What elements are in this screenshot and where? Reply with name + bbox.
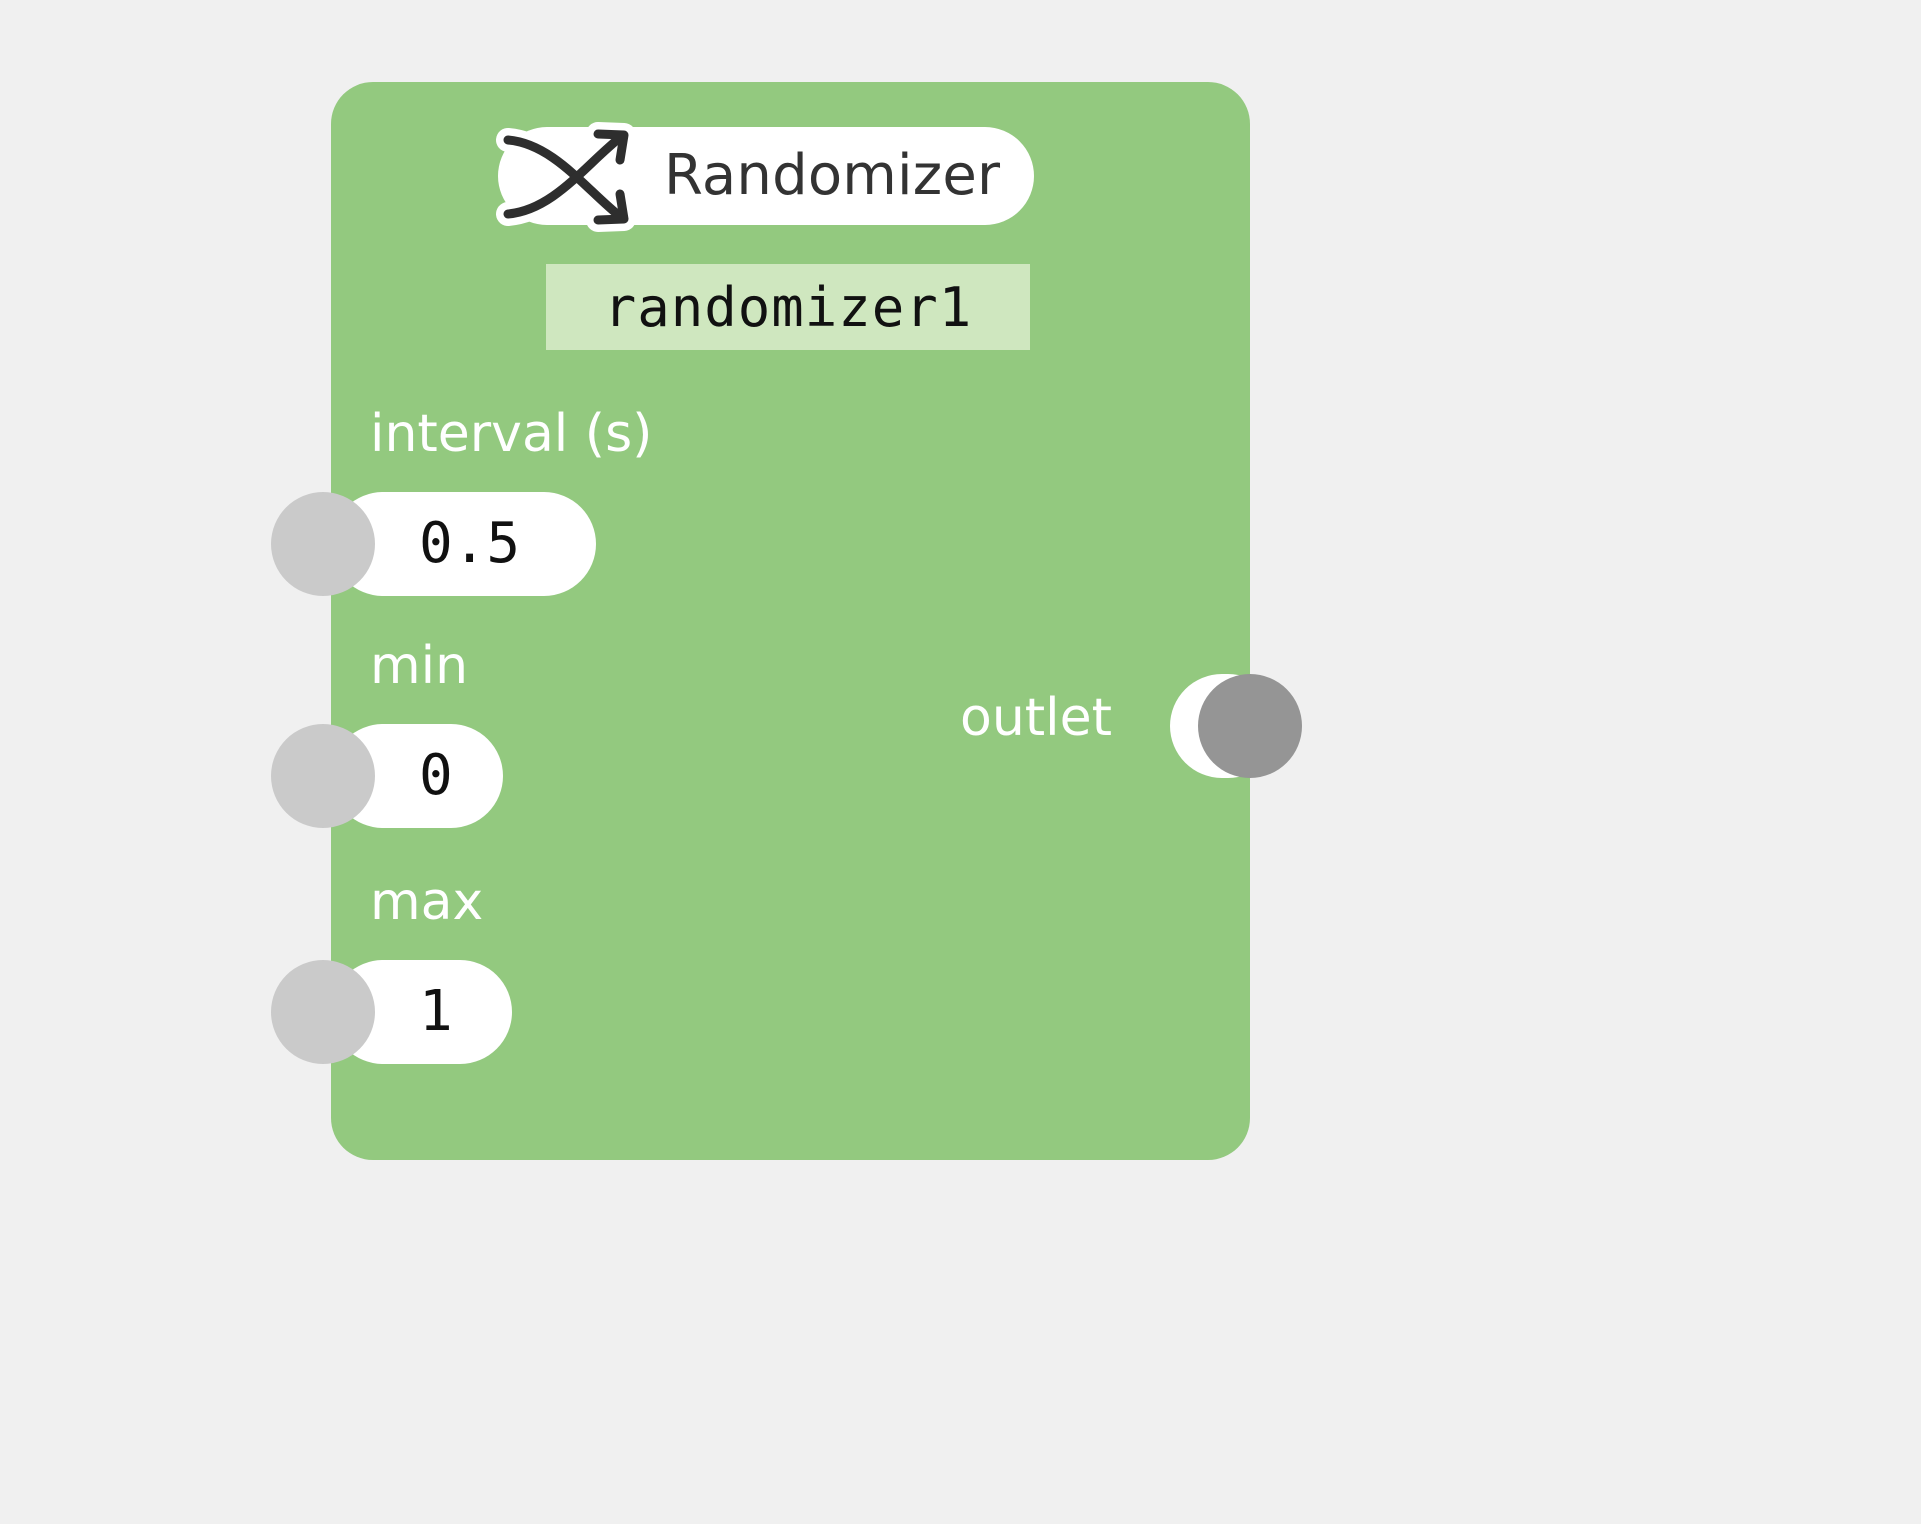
input-field-min[interactable]: 0 [271, 724, 503, 828]
instance-name-field[interactable]: randomizer1 [546, 264, 1030, 350]
input-label-max: max [370, 872, 484, 932]
node-title-label: Randomizer [664, 143, 1001, 208]
input-value-min: 0 [419, 743, 453, 808]
input-label-min: min [370, 636, 469, 696]
output-port-outlet[interactable] [1198, 674, 1302, 778]
input-field-interval[interactable]: 0.5 [271, 492, 596, 596]
input-value-max: 1 [419, 979, 453, 1044]
input-port-max[interactable] [271, 960, 375, 1064]
node-title-pill[interactable]: Randomizer [498, 127, 1035, 225]
input-field-max[interactable]: 1 [271, 960, 512, 1064]
input-label-interval: interval (s) [370, 404, 653, 464]
input-value-interval: 0.5 [419, 511, 521, 576]
output-label-outlet: outlet [960, 688, 1112, 748]
input-port-interval[interactable] [271, 492, 375, 596]
instance-name-value: randomizer1 [603, 275, 973, 339]
input-port-min[interactable] [271, 724, 375, 828]
